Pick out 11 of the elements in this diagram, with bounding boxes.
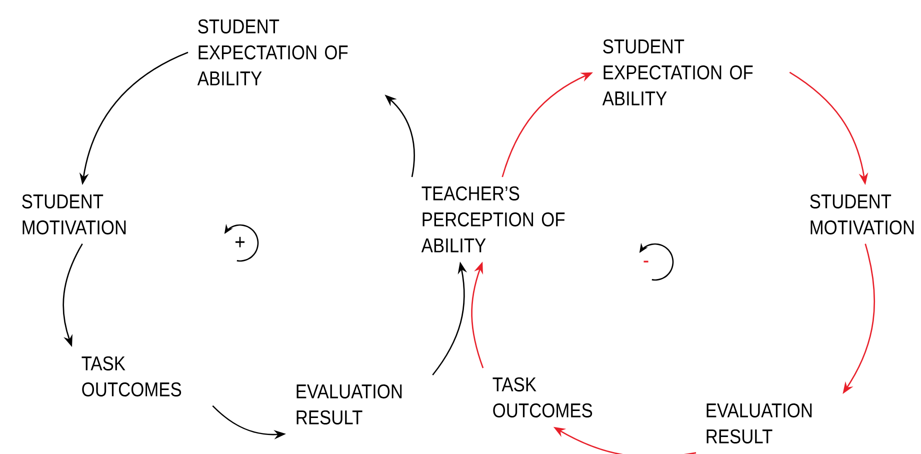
concept-text: STUDENT MOTIVATION bbox=[810, 194, 914, 234]
concept-text: TEACHER’S PERCEPTION OF ABILITY bbox=[421, 186, 565, 252]
concept-text: STUDENT EXPECTATION OF ABILITY bbox=[197, 19, 348, 86]
loop-sign: + bbox=[235, 236, 245, 248]
concept-text: EVALUATION RESULT bbox=[706, 403, 812, 444]
concept-text: TASK OUTCOMES bbox=[82, 356, 182, 396]
loop-sign: - bbox=[644, 260, 648, 262]
concept-text: STUDENT MOTIVATION bbox=[22, 194, 126, 234]
concept-text: EVALUATION RESULT bbox=[296, 384, 402, 424]
concept-text: TASK OUTCOMES bbox=[492, 377, 592, 418]
concept-text: STUDENT EXPECTATION OF ABILITY bbox=[602, 39, 753, 106]
